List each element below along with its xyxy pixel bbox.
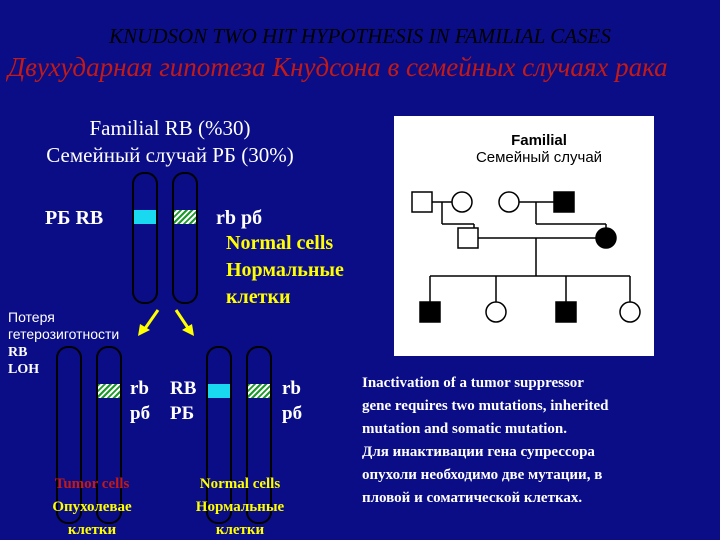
- pedigree-female-unaffected: [619, 301, 641, 323]
- rb-label-right: rb рб: [216, 207, 263, 229]
- normal-rb-label-ru: РБ: [170, 403, 195, 424]
- info-line-1: Inactivation of a tumor suppressor: [362, 375, 584, 391]
- normal-cells-bottom-label-ru: Нормальные: [195, 499, 285, 515]
- tumor-cells-label-ru2: клетки: [67, 522, 117, 538]
- pedigree-female-unaffected: [451, 191, 473, 213]
- info-line-5: опухоли необходимо две мутации, в: [362, 467, 603, 483]
- band-normal-mutant: [248, 384, 270, 398]
- familial-rb-label-ru: Семейный случай РБ (30%): [46, 143, 294, 167]
- familial-rb-label: Familial RB (%30): [89, 116, 251, 140]
- info-line-4: Для инактивации гена супрессора: [362, 444, 595, 460]
- pedigree-female-unaffected: [485, 301, 507, 323]
- normal-rb-label: RB: [170, 378, 197, 399]
- info-line-3: mutation and somatic mutation.: [362, 421, 568, 437]
- pedigree-male-affected: [555, 301, 577, 323]
- band-normal-rb: [208, 384, 230, 398]
- pedigree-male-affected: [419, 301, 441, 323]
- pedigree-male-unaffected: [457, 227, 479, 249]
- band-tumor-mutant: [98, 384, 120, 398]
- tumor-cells-label-ru: Опухолевае: [52, 499, 132, 515]
- normal-cells-bottom-label: Normal cells: [199, 476, 281, 492]
- page-title: KNUDSON TWO HIT HYPOTHESIS IN FAMILIAL C…: [109, 24, 611, 48]
- tumor-cells-label: Tumor cells: [54, 476, 130, 492]
- normal-cells-label: Normal cells: [226, 232, 334, 254]
- chromosome-normal-2: [246, 346, 272, 524]
- normal-rb-small-label: rb: [282, 378, 301, 399]
- loh-label-en: LOH: [8, 362, 40, 377]
- chromosome-rb-normal: [132, 172, 158, 304]
- loh-label-ru2: гетерозиготности: [8, 326, 120, 342]
- arrows-icon: [138, 309, 194, 336]
- pedigree-title-ru: Семейный случай: [475, 149, 603, 166]
- pedigree-male-affected: [553, 191, 575, 213]
- band-rb-mutant: [174, 210, 196, 224]
- pedigree-chart: Familial Семейный случай: [394, 116, 654, 356]
- info-line-6: пловой и соматической клетках.: [362, 490, 583, 506]
- normal-cells-label-ru2: клетки: [226, 286, 291, 308]
- page-title-ru: Двухударная гипотеза Кнудсона в семейных…: [8, 52, 668, 82]
- tumor-rb-label: rb: [130, 378, 149, 399]
- normal-cells-bottom-label-ru2: клетки: [215, 522, 265, 538]
- band-rb-normal: [134, 210, 156, 224]
- normal-rb-small-label-ru: рб: [282, 403, 303, 424]
- pedigree-female-affected: [595, 227, 617, 249]
- pedigree-male-unaffected: [411, 191, 433, 213]
- chromosome-rb-mutant: [172, 172, 198, 304]
- chromosome-normal-1: [206, 346, 232, 524]
- rb-label-left: РБ RB: [45, 207, 104, 229]
- normal-cells-label-ru: Нормальные: [226, 259, 344, 281]
- pedigree-title: Familial: [511, 132, 567, 149]
- pedigree-female-unaffected: [498, 191, 520, 213]
- tumor-rb-label-ru: рб: [130, 403, 151, 424]
- info-line-2: gene requires two mutations, inherited: [362, 398, 609, 414]
- loh-label-ru: Потеря: [8, 309, 55, 325]
- pedigree-diagram: [411, 191, 641, 323]
- chromosome-tumor-1: [56, 346, 82, 524]
- loh-label-rb: RB: [8, 345, 28, 360]
- chromosome-tumor-2: [96, 346, 122, 524]
